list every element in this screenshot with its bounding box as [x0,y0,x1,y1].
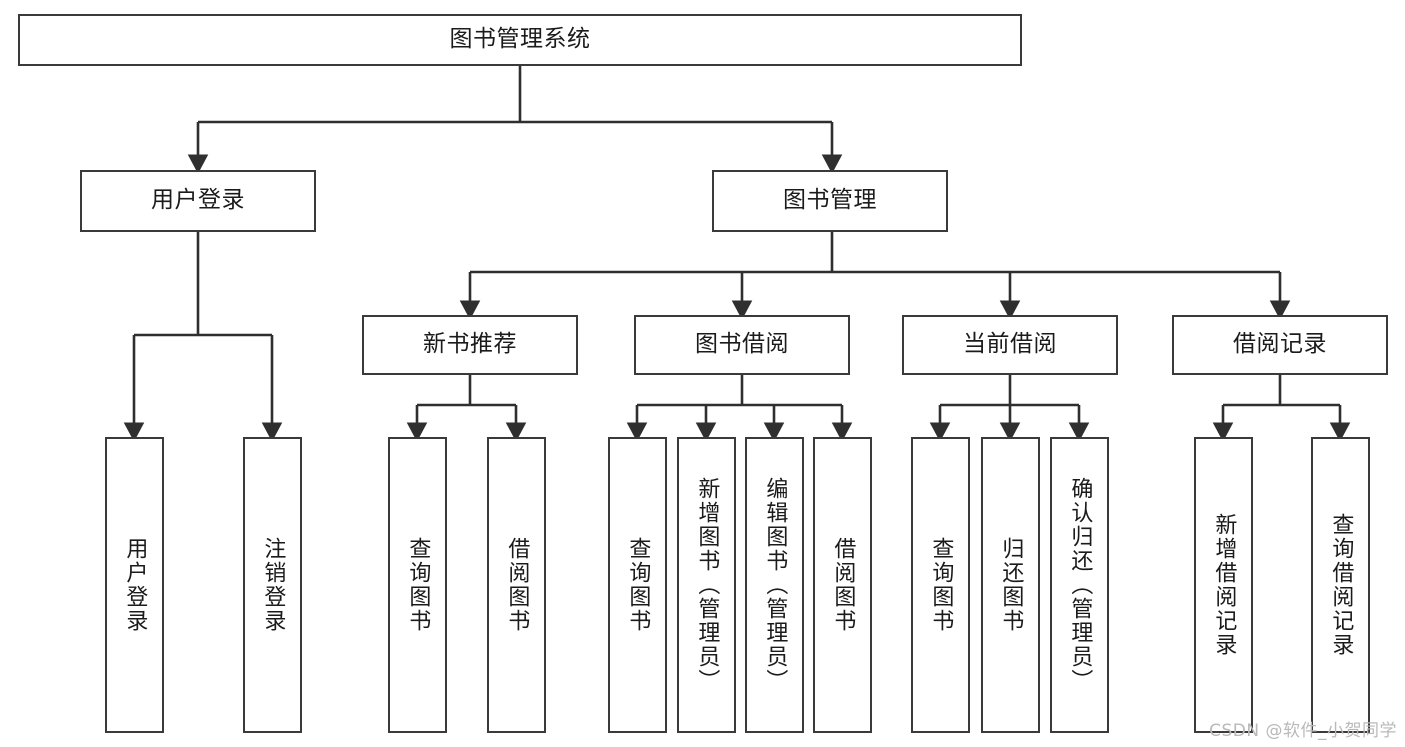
leaf-cb-return-book-label: 归还图书 [998,537,1024,633]
leaf-bb-edit-book-admin[interactable]: 编辑图书（管理员） [745,437,804,733]
leaf-bb-query-book-label: 查询图书 [625,537,651,633]
leaf-logout[interactable]: 注销登录 [243,437,302,733]
leaf-bb-add-book-admin-label: 新增图书（管理员） [694,477,720,693]
node-new-book-recommend-label: 新书推荐 [423,331,517,358]
leaf-br-add-record[interactable]: 新增借阅记录 [1194,437,1253,733]
leaf-nb-query-book-label: 查询图书 [405,537,431,633]
csdn-watermark: CSDN @软件_小贺同学 [1209,721,1397,741]
leaf-nb-query-book[interactable]: 查询图书 [388,437,447,733]
node-current-borrow[interactable]: 当前借阅 [902,315,1118,375]
leaf-nb-borrow-book[interactable]: 借阅图书 [487,437,546,733]
leaf-bb-add-book-admin[interactable]: 新增图书（管理员） [677,437,736,733]
leaf-cb-confirm-return-admin-label: 确认归还（管理员） [1067,477,1093,693]
leaf-user-login[interactable]: 用户登录 [105,437,164,733]
node-book-borrow[interactable]: 图书借阅 [634,315,850,375]
leaf-br-query-record-label: 查询借阅记录 [1328,513,1354,657]
leaf-bb-borrow-book[interactable]: 借阅图书 [813,437,872,733]
node-root-system[interactable]: 图书管理系统 [18,14,1022,66]
leaf-br-query-record[interactable]: 查询借阅记录 [1311,437,1370,733]
node-user-login[interactable]: 用户登录 [80,170,316,232]
node-book-management-label: 图书管理 [783,187,877,214]
leaf-cb-return-book[interactable]: 归还图书 [981,437,1040,733]
leaf-logout-label: 注销登录 [260,537,286,633]
leaf-br-add-record-label: 新增借阅记录 [1211,513,1237,657]
node-book-management[interactable]: 图书管理 [712,170,948,232]
node-current-borrow-label: 当前借阅 [963,331,1057,358]
leaf-cb-confirm-return-admin[interactable]: 确认归还（管理员） [1050,437,1109,733]
leaf-nb-borrow-book-label: 借阅图书 [504,537,530,633]
leaf-bb-edit-book-admin-label: 编辑图书（管理员） [762,477,788,693]
leaf-bb-query-book[interactable]: 查询图书 [608,437,667,733]
node-new-book-recommend[interactable]: 新书推荐 [362,315,578,375]
node-book-borrow-label: 图书借阅 [695,331,789,358]
leaf-bb-borrow-book-label: 借阅图书 [830,537,856,633]
node-borrow-record[interactable]: 借阅记录 [1172,315,1388,375]
node-user-login-label: 用户登录 [151,187,245,214]
leaf-cb-query-book[interactable]: 查询图书 [911,437,970,733]
node-borrow-record-label: 借阅记录 [1233,331,1327,358]
leaf-cb-query-book-label: 查询图书 [928,537,954,633]
leaf-user-login-label: 用户登录 [122,537,148,633]
node-root-system-label: 图书管理系统 [449,26,591,53]
